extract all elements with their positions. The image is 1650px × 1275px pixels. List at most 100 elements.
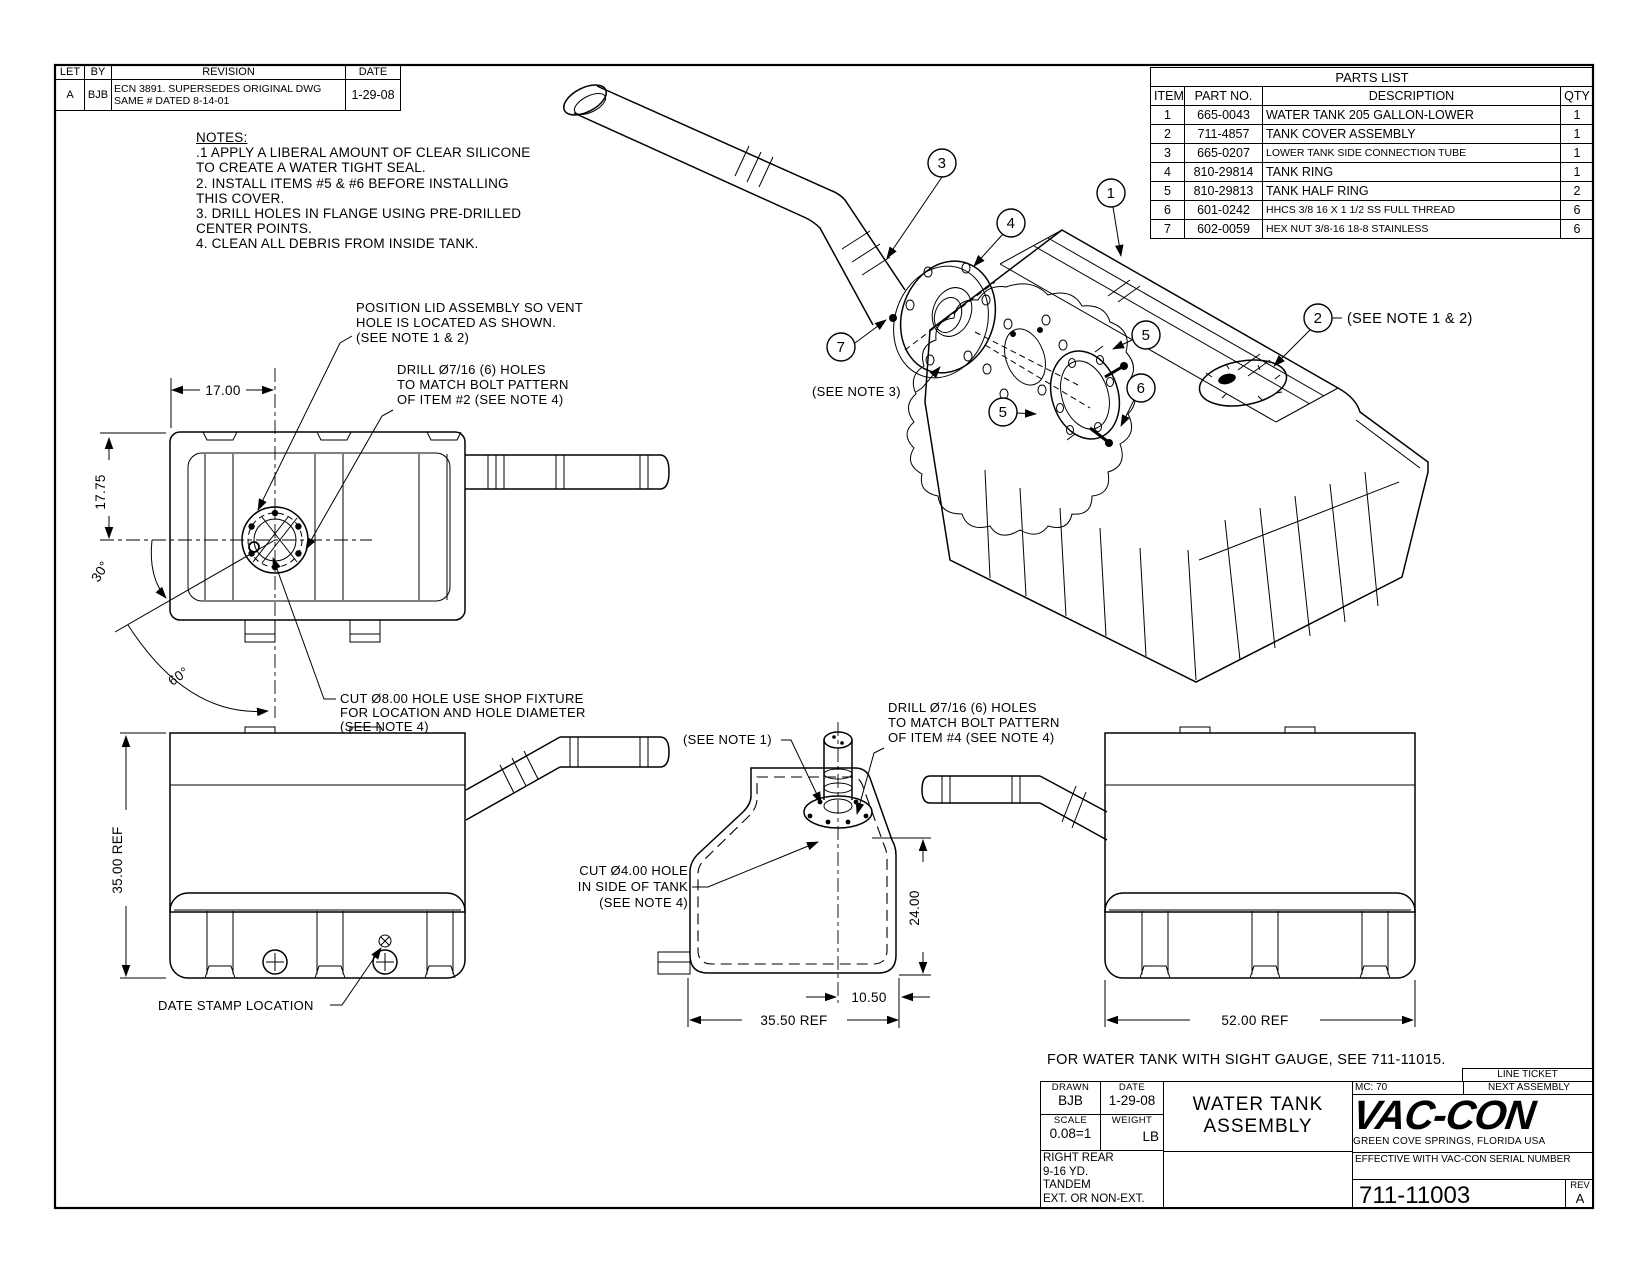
- note-line: CENTER POINTS.: [196, 221, 313, 237]
- title-block: DRAWN BJB DATE 1-29-08 SCALE 0.08=1 WEIG…: [1040, 1081, 1594, 1209]
- table-row: 2 711-4857 TANK COVER ASSEMBLY 1: [1150, 124, 1595, 144]
- callout-see-note-1-2: (SEE NOTE 1 & 2): [1347, 311, 1473, 327]
- pl-item: 2: [1150, 124, 1185, 144]
- balloon-5b: 5: [988, 397, 1037, 427]
- dim-3550ref: 35.50 REF: [760, 1013, 827, 1028]
- pl-desc: TANK RING: [1262, 162, 1561, 182]
- pl-item: 6: [1150, 200, 1185, 220]
- callout-position-lid-1: POSITION LID ASSEMBLY SO VENT: [356, 300, 583, 315]
- callout-drill-item2-3: OF ITEM #2 (SEE NOTE 4): [397, 392, 564, 407]
- callout-position-lid-3: (SEE NOTE 1 & 2): [356, 330, 469, 345]
- pl-partno: 665-0207: [1184, 143, 1263, 163]
- table-row: 7 602-0059 HEX NUT 3/8-16 18-8 STAINLESS…: [1150, 219, 1595, 239]
- rev-header-by: BY: [84, 64, 112, 80]
- next-assembly-cell: NEXT ASSEMBLY: [1463, 1082, 1594, 1095]
- pl-desc: TANK HALF RING: [1262, 181, 1561, 201]
- dim-1050: 10.50: [851, 990, 886, 1005]
- sight-gauge-note: FOR WATER TANK WITH SIGHT GAUGE, SEE 711…: [1047, 1052, 1446, 1068]
- page-title: WATER TANK: [1192, 1094, 1324, 1115]
- pl-header-desc: DESCRIPTION: [1262, 86, 1561, 106]
- notes-block: NOTES: .1 APPLY A LIBERAL AMOUNT OF CLEA…: [196, 130, 530, 252]
- drawn-label: DRAWN: [1051, 1082, 1090, 1093]
- balloon-1: 1: [1096, 178, 1126, 257]
- plan-view: 17.00 17.75 30° 60° POSITION LID ASSEMBL…: [88, 300, 670, 734]
- pl-desc: TANK COVER ASSEMBLY: [1262, 124, 1561, 144]
- rev-let: A: [55, 79, 85, 111]
- tank-lid: [1198, 359, 1288, 407]
- balloon-3: 3: [886, 148, 957, 259]
- vent-hole-dot: [1218, 373, 1236, 385]
- balloon-2: 2 (SEE NOTE 1 & 2): [1273, 303, 1473, 367]
- callout-cut8-2: FOR LOCATION AND HOLE DIAMETER: [340, 705, 586, 720]
- side-profile-view: (SEE NOTE 1) DRILL Ø7/16 (6) HOLES TO MA…: [578, 700, 1060, 1028]
- callout-drill-item4-3: OF ITEM #4 (SEE NOTE 4): [888, 730, 1055, 745]
- callout-position-lid-2: HOLE IS LOCATED AS SHOWN.: [356, 315, 556, 330]
- pl-qty: 2: [1559, 181, 1595, 201]
- pl-qty: 1: [1559, 162, 1595, 182]
- table-row: 5 810-29813 TANK HALF RING 2: [1150, 181, 1595, 201]
- drawn-value: BJB: [1058, 1093, 1083, 1108]
- effective-cell: EFFECTIVE WITH VAC-CON SERIAL NUMBER: [1353, 1153, 1594, 1180]
- tank-wall-hole: [974, 314, 1079, 400]
- config-line: RIGHT REAR: [1043, 1152, 1114, 1164]
- dim-17: 17.00: [205, 383, 240, 398]
- tank-ring: [1049, 345, 1121, 441]
- callout-date-stamp: DATE STAMP LOCATION: [158, 998, 314, 1013]
- page-title-2: ASSEMBLY: [1203, 1116, 1313, 1137]
- pl-qty: 1: [1559, 143, 1595, 163]
- balloon-5a: 5: [1112, 320, 1161, 350]
- date-value: 1-29-08: [1108, 1093, 1156, 1108]
- drain-plug-icon: [262, 949, 398, 975]
- callout-see-note-3: (SEE NOTE 3): [812, 384, 901, 399]
- note-line: 3. DRILL HOLES IN FLANGE USING PRE-DRILL…: [196, 206, 522, 222]
- drawing-number-cell: 711-11003: [1353, 1180, 1566, 1209]
- balloon-6: 6: [1120, 373, 1156, 427]
- date-stamp-icon: [378, 934, 392, 948]
- callout-cut8-3: (SEE NOTE 4): [340, 719, 429, 734]
- pl-partno: 665-0043: [1184, 105, 1263, 125]
- svg-text:5: 5: [999, 404, 1008, 421]
- callout-cut4-3: (SEE NOTE 4): [599, 895, 688, 910]
- pl-partno: 810-29814: [1184, 162, 1263, 182]
- effective-text: EFFECTIVE WITH VAC-CON SERIAL NUMBER: [1355, 1154, 1571, 1165]
- pl-qty: 1: [1559, 105, 1595, 125]
- balloon-4: 4: [973, 208, 1026, 267]
- rev-date: 1-29-08: [345, 79, 401, 111]
- pl-qty: 1: [1559, 124, 1595, 144]
- svg-text:1: 1: [1107, 185, 1116, 202]
- next-assembly-label: NEXT ASSEMBLY: [1488, 1082, 1570, 1093]
- dim-35ref: 35.00 REF: [110, 826, 125, 893]
- isometric-view: 3 4 1 7 5 6 5 2 (SEE NOTE: [563, 84, 1473, 683]
- notes-title: NOTES:: [196, 130, 248, 145]
- drawing-number: 711-11003: [1359, 1182, 1471, 1209]
- rev-by: BJB: [84, 79, 112, 111]
- parts-list-title: PARTS LIST: [1149, 67, 1595, 87]
- pl-item: 4: [1150, 162, 1185, 182]
- callout-drill-item4-2: TO MATCH BOLT PATTERN: [888, 715, 1060, 730]
- note-line: THIS COVER.: [196, 190, 285, 206]
- dim-60: 60°: [165, 664, 191, 689]
- pl-desc: WATER TANK 205 GALLON-LOWER: [1262, 105, 1561, 125]
- table-row: 3 665-0207 LOWER TANK SIDE CONNECTION TU…: [1150, 143, 1595, 163]
- pl-qty: 6: [1559, 219, 1595, 239]
- pl-partno: 602-0059: [1184, 219, 1263, 239]
- scale-label: SCALE: [1053, 1115, 1088, 1126]
- weight-label: WEIGHT: [1111, 1115, 1153, 1126]
- parts-list: PARTS LIST ITEM PART NO. DESCRIPTION QTY…: [1149, 67, 1595, 239]
- callout-see-note-1: (SEE NOTE 1): [683, 732, 772, 747]
- weight-cell: WEIGHT LB: [1101, 1115, 1164, 1151]
- pl-item: 5: [1150, 181, 1185, 201]
- svg-text:6: 6: [1137, 380, 1146, 397]
- callout-drill-item2-2: TO MATCH BOLT PATTERN: [397, 377, 569, 392]
- dim-30: 30°: [88, 559, 112, 585]
- front-view: 35.00 REF DATE STAMP LOCATION: [110, 726, 670, 1013]
- pl-desc: HHCS 3/8 16 X 1 1/2 SS FULL THREAD: [1262, 200, 1561, 220]
- scale-cell: SCALE 0.08=1: [1041, 1115, 1101, 1151]
- svg-text:7: 7: [837, 339, 846, 356]
- weight-value: LB: [1142, 1129, 1159, 1144]
- config-line: TANDEM: [1043, 1179, 1091, 1191]
- mc-value: MC: 70: [1355, 1082, 1388, 1093]
- rev-header-revision: REVISION: [111, 64, 346, 80]
